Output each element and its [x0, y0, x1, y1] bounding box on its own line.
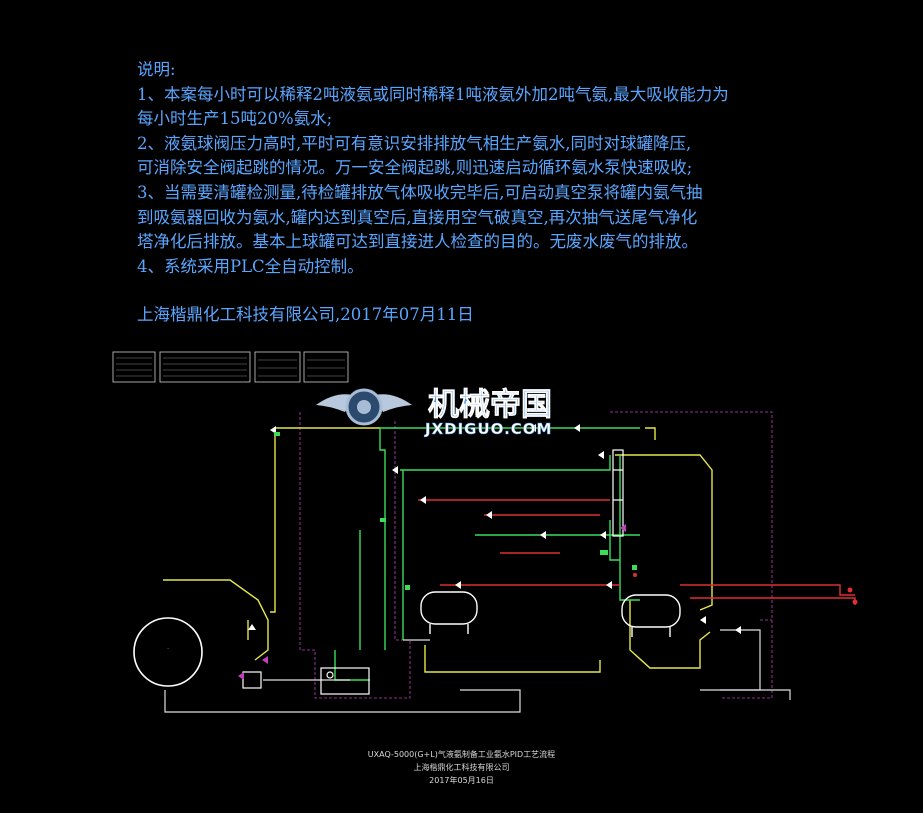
alarm-markers	[633, 573, 858, 605]
drawing-date: 2017年05月16日	[429, 776, 494, 785]
magenta-boundary	[299, 411, 773, 699]
red-lines	[418, 499, 856, 605]
watermark: 机械帝国 JXDIGUO.COM	[316, 387, 552, 438]
design-notes: 说明: 1、本案每小时可以稀释2吨液氨或同时稀释1吨液氨外加2吨气氨,最大吸收能…	[137, 58, 827, 328]
pump-skid	[242, 667, 370, 695]
legend-tables	[112, 351, 349, 383]
ammonia-sphere-tank: ·	[133, 617, 203, 687]
horizontal-vessel-1	[420, 591, 478, 634]
note-line: 到吸氨器回收为氨水,罐内达到真空后,直接用空气破真空,再次抽气送尾气净化	[137, 207, 698, 227]
valves	[248, 424, 741, 634]
yellow-lines	[163, 427, 713, 673]
notes-heading: 说明:	[137, 60, 176, 79]
company-date: 上海楷鼎化工科技有限公司,2017年07月11日	[137, 305, 474, 325]
note-line: 塔净化后排放。基本上球罐可达到直接进人检查的目的。无废水废气的排放。	[137, 232, 698, 252]
watermark-title: 机械帝国	[428, 387, 552, 423]
green-lines	[334, 427, 640, 681]
watermark-url: JXDIGUO.COM	[424, 420, 552, 438]
drawing-company: 上海楷鼎化工科技有限公司	[413, 763, 510, 772]
magenta-markers	[238, 524, 626, 680]
legend-table-4	[303, 351, 349, 383]
legend-table-1	[112, 351, 156, 383]
note-line: 可消除安全阀起跳的情况。万一安全阀起跳,则迅速启动循环氨水泵快速吸收;	[137, 158, 693, 178]
absorber-column	[612, 449, 624, 537]
instrument-tags	[274, 432, 637, 590]
svg-text:·: ·	[167, 646, 169, 652]
horizontal-vessel-2	[621, 594, 681, 637]
note-line: 每小时生产15吨20%氨水;	[137, 109, 333, 129]
note-line: 4、系统采用PLC全自动控制。	[137, 256, 364, 276]
legend-table-3	[254, 351, 301, 383]
drawing-title: UXAQ-5000(G+L)气液氨制备工业氨水PID工艺流程	[367, 750, 556, 759]
note-line: 2、液氨球阀压力高时,平时可有意识安排排放气相生产氨水,同时对球罐降压,	[137, 133, 692, 153]
white-piping	[164, 629, 791, 713]
note-line: 1、本案每小时可以稀释2吨液氨或同时稀释1吨液氨外加2吨气氨,最大吸收能力为	[137, 84, 729, 104]
legend-table-2	[159, 351, 251, 383]
note-line: 3、当需要清罐检测量,待检罐排放气体吸收完毕后,可启动真空泵将罐内氨气抽	[137, 182, 703, 202]
